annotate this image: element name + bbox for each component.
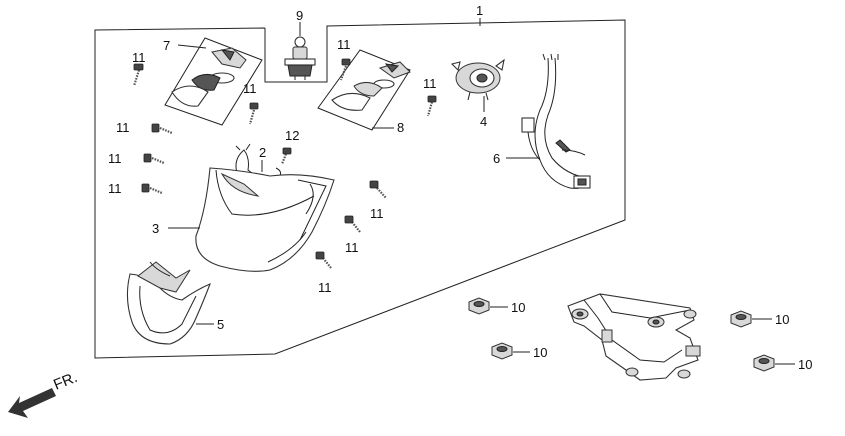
callout-11-h: 11: [370, 206, 384, 221]
callout-11-a: 11: [132, 50, 146, 65]
callout-11-i: 11: [345, 240, 359, 255]
callout-8: 8: [397, 120, 404, 135]
front-direction-arrow-icon: [8, 388, 56, 418]
part-9-headlight-bulb: [284, 36, 316, 80]
screw-11-g: [141, 183, 163, 195]
mounting-bracket: [567, 293, 701, 381]
callout-11-j: 11: [318, 280, 332, 295]
screw-11-f: [143, 153, 165, 165]
part-8-turn-signal-set: [317, 49, 411, 131]
screw-11-h: [369, 180, 387, 199]
callout-5: 5: [217, 317, 224, 332]
part-4-bulb-socket: [450, 58, 505, 101]
callout-1: 1: [476, 3, 483, 18]
callout-2: 2: [259, 145, 266, 160]
callout-6: 6: [493, 151, 500, 166]
callout-3: 3: [152, 221, 159, 236]
callout-10-c: 10: [775, 312, 789, 327]
callout-11-b: 11: [337, 37, 351, 52]
nut-10-b: [491, 342, 513, 360]
screw-11-b: [339, 58, 351, 81]
callout-11-d: 11: [423, 76, 437, 91]
callout-11-e: 11: [116, 120, 130, 135]
screw-11-e: [151, 123, 173, 135]
part-6-wire-harness: [521, 53, 591, 189]
nut-10-c: [730, 310, 752, 328]
callout-11-c: 11: [243, 81, 257, 96]
nut-10-a: [468, 297, 490, 315]
screw-11-i: [344, 215, 361, 233]
assembly-boundary: [94, 19, 626, 359]
callout-10-b: 10: [533, 345, 547, 360]
callout-10-a: 10: [511, 300, 525, 315]
screw-11-d: [426, 95, 437, 117]
nut-10-d: [753, 354, 775, 372]
front-direction-label: FR.: [51, 369, 80, 394]
callout-11-f: 11: [108, 151, 122, 166]
part-5-headlight-rim-cover: [126, 261, 211, 345]
screw-11-c: [248, 102, 259, 125]
callout-4: 4: [480, 114, 487, 129]
screw-11-a: [132, 63, 144, 87]
callout-7: 7: [163, 38, 170, 53]
callout-12: 12: [285, 128, 299, 143]
screw-11-j: [315, 251, 332, 269]
callout-11-g: 11: [108, 181, 122, 196]
screw-12: [280, 147, 292, 165]
part-3-headlight-lens-unit: [195, 167, 335, 272]
callout-10-d: 10: [798, 357, 812, 372]
part-7-turn-signal-set: [164, 37, 263, 126]
leader-line-7: [177, 44, 207, 49]
callout-9: 9: [296, 8, 303, 23]
